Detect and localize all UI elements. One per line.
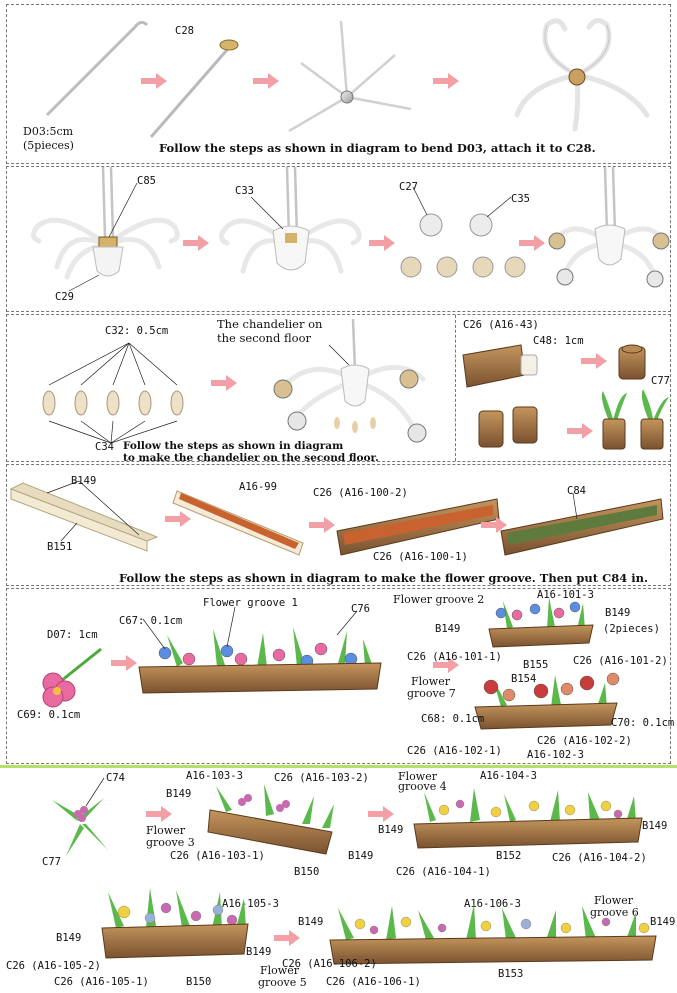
separator (0, 765, 677, 768)
arrow-icon (433, 73, 459, 89)
c26-a16-103-1-label: C26 (A16-103-1) (170, 850, 265, 862)
c70-label: C70: 0.1cm (611, 717, 674, 729)
step-panel-7: A16-105-3 B149 C26 (A16-105-2) B149 C26 … (6, 880, 671, 990)
d07-label: D07: 1cm (47, 629, 98, 641)
c26-a16-104-2-label: C26 (A16-104-2) (552, 852, 647, 864)
arrow-icon (309, 517, 335, 533)
arrow-icon (274, 930, 300, 946)
c28-rod-illustration (137, 25, 247, 145)
flower-groove-7-label-line2: groove 7 (407, 687, 456, 700)
b152-label: B152 (496, 850, 521, 862)
arrow-icon (183, 235, 209, 251)
step-panel-2: C85 C29 C33 C27 C35 (6, 166, 671, 312)
b149-label-c: B149 (378, 824, 403, 836)
tray-with-bark-illustration (333, 495, 503, 565)
b149-label-c: B149 (298, 916, 323, 928)
arrow-icon (111, 655, 137, 671)
c26-a16-105-2-label: C26 (A16-105-2) (6, 960, 101, 972)
step-panel-5: D07: 1cm C69: 0.1cm C67: 0.1cm Flower gr… (6, 588, 671, 764)
chandelier-assembled-illustration (543, 167, 671, 307)
arrow-icon (211, 375, 237, 391)
c26-a16-102-1-label: C26 (A16-102-1) (407, 745, 502, 757)
arrow-icon (369, 235, 395, 251)
arrow-icon (519, 235, 545, 251)
flower-groove-5-label-line2: groove 5 (258, 976, 307, 989)
panel-divider (455, 315, 456, 461)
flower-groove-2-illustration (487, 595, 597, 649)
flower-groove-5-illustration (96, 882, 256, 982)
arrow-icon (253, 73, 279, 89)
a16-102-3-label: A16-102-3 (527, 749, 584, 761)
leader-line (207, 167, 367, 307)
arrow-icon (567, 423, 593, 439)
c26-a16-105-1-label: C26 (A16-105-1) (54, 976, 149, 988)
lamp-shades-illustration (397, 195, 527, 285)
flower-groove-2-label: Flower groove 2 (393, 593, 484, 606)
c26-a16-106-1-label: C26 (A16-106-1) (326, 976, 421, 988)
bark-stump-illustration (615, 341, 651, 385)
flower-groove-1-illustration (137, 619, 383, 695)
flower-groove-3-label-line2: groove 3 (146, 836, 195, 849)
b150-label: B150 (294, 866, 319, 878)
bark-stumps-illustration (477, 403, 543, 453)
tray-with-moss-illustration (497, 495, 667, 565)
step-panel-1: D03:5cm (5pieces) C28 Foll (6, 4, 671, 164)
b149-label-a: B149 (435, 623, 460, 635)
flower-groove-3-illustration (206, 782, 336, 856)
flower-sprig-illustration (46, 780, 116, 860)
c28-label: C28 (175, 25, 194, 37)
step-panel-3: C32: 0.5cm C34 Follow the steps as shown… (6, 314, 671, 462)
b153-label: B153 (498, 968, 523, 980)
bent-frame-illustration (507, 15, 657, 135)
bark-sheet-and-tube-illustration (459, 335, 559, 391)
b150-label: B150 (186, 976, 211, 988)
frame-b149-b151-illustration (7, 481, 157, 561)
c26-a16-104-1-label: C26 (A16-104-1) (396, 866, 491, 878)
second-floor-chandelier-illustration (263, 315, 443, 455)
flower-groove-7-illustration (471, 669, 621, 731)
c68-label: C68: 0.1cm (421, 713, 484, 725)
c26-a16-102-2-label: C26 (A16-102-2) (537, 735, 632, 747)
panel1-caption: Follow the steps as shown in diagram to … (159, 141, 596, 155)
a16-104-3-label: A16-104-3 (480, 770, 537, 782)
tray-a16-99-illustration (171, 485, 311, 565)
c26-a16-106-2-label: C26 (A16-106-2) (282, 958, 377, 970)
b149-label-b: B149 (246, 946, 271, 958)
rod-d03-illustration (7, 5, 147, 145)
c26-a16-101-1-label: C26 (A16-101-1) (407, 651, 502, 663)
leader-lines (7, 167, 207, 313)
b149-label-b: B149 (348, 850, 373, 862)
b149-label-a: B149 (56, 932, 81, 944)
star-frame-illustration (283, 13, 413, 143)
c76-label: C76 (351, 603, 370, 615)
arrow-icon (581, 353, 607, 369)
a16-103-3-label: A16-103-3 (186, 770, 243, 782)
potted-plants-illustration (595, 385, 671, 457)
flower-groove-1-label: Flower groove 1 (203, 597, 298, 609)
crystal-drops-illustration (37, 341, 207, 451)
step-panel-4: B149 B151 A16-99 C26 (A16-100-2) C26 (A1… (6, 464, 671, 586)
b149-label-b: B149 (605, 607, 630, 619)
step-panel-6: C74 C77 A16-103-3 C26 (A16-103-2) B149 F… (6, 770, 671, 880)
c32-label: C32: 0.5cm (105, 325, 168, 337)
flower-stem-illustration (31, 643, 111, 713)
arrow-icon (146, 806, 172, 822)
d03-quantity: (5pieces) (23, 139, 74, 152)
c34-label: C34 (95, 441, 114, 453)
d03-label: D03:5cm (23, 125, 73, 138)
c26-a16-43-label: C26 (A16-43) (463, 319, 539, 331)
c26-a16-101-2-label: C26 (A16-101-2) (573, 655, 668, 667)
b149-label-a: B149 (166, 788, 191, 800)
flower-groove-4-illustration (410, 782, 646, 852)
b149-quantity: (2pieces) (603, 623, 660, 635)
arrow-icon (368, 806, 394, 822)
panel4-caption: Follow the steps as shown in diagram to … (119, 571, 648, 585)
